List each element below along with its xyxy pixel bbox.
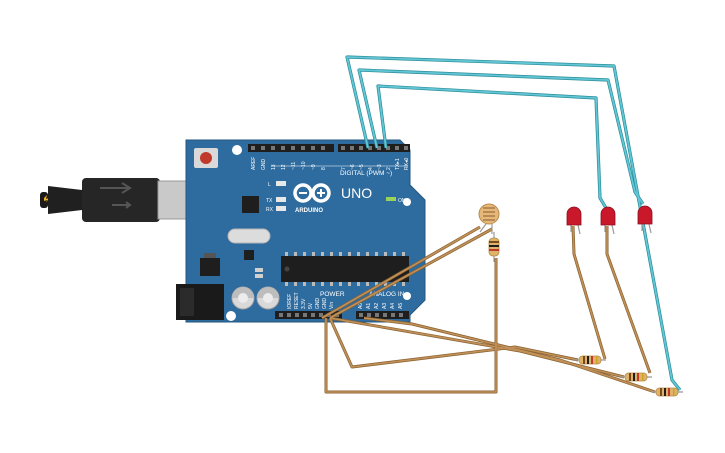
- pin-label: TX▸1: [395, 158, 401, 170]
- led-rx-label: RX: [266, 207, 274, 213]
- pin-label: GND: [322, 298, 328, 310]
- voltage-regulator: [200, 253, 220, 276]
- arduino-logo: [293, 183, 331, 203]
- onboard-leds: L TX RX: [266, 181, 286, 213]
- reset-button[interactable]: [194, 148, 218, 168]
- pin-label: GND: [315, 298, 321, 310]
- signal-wire-1[interactable]: [377, 85, 607, 209]
- pin-label: GND: [261, 159, 267, 171]
- digital-label: DIGITAL (PWM ~): [340, 170, 392, 177]
- mount-hole: [232, 145, 242, 155]
- mount-hole: [403, 198, 411, 206]
- analog-pin-labels: A0 A1 A2 A3 A4 A5: [358, 303, 404, 309]
- pin-label: ~3: [377, 164, 383, 170]
- wire-ldr-2[interactable]: [329, 228, 493, 319]
- pin-label: RESET: [294, 292, 300, 309]
- pin-label: 5V: [308, 302, 314, 309]
- pin-label: 4: [368, 167, 374, 170]
- pin-label: A1: [366, 303, 372, 309]
- usb-chip: [242, 196, 259, 213]
- power-pin-labels: IOREF RESET 3.3V 5V GND GND Vin: [287, 292, 335, 309]
- wire-led-1[interactable]: [572, 225, 606, 360]
- photoresistor[interactable]: [478, 203, 500, 234]
- pin-label: A4: [390, 303, 396, 309]
- pin-label: A2: [374, 303, 380, 309]
- pin-label: 3.3V: [301, 298, 307, 309]
- mount-hole: [403, 292, 411, 300]
- wire-led-2[interactable]: [606, 226, 651, 374]
- pin-label: A3: [382, 303, 388, 309]
- usb-spark-icon: [44, 195, 49, 203]
- mount-hole: [226, 311, 236, 321]
- analog-label: ANALOG IN: [369, 291, 405, 298]
- wire-pulldown[interactable]: [325, 258, 497, 393]
- pin-label: A0: [358, 303, 364, 309]
- led-2[interactable]: [600, 206, 616, 235]
- wire-analog[interactable]: [363, 317, 656, 393]
- signal-wire-3[interactable]: [346, 56, 681, 391]
- on-label: ON: [398, 198, 406, 204]
- pin-label: IOREF: [287, 294, 293, 309]
- power-led: ON: [386, 197, 406, 204]
- led-3[interactable]: [637, 205, 653, 234]
- signal-wires[interactable]: [346, 56, 681, 391]
- dc-power-jack[interactable]: [176, 284, 224, 320]
- pin-label: ~5: [359, 164, 365, 170]
- ground-wires[interactable]: [321, 225, 656, 393]
- pin-label: Vin: [329, 302, 335, 309]
- small-components: [255, 268, 263, 278]
- pin-label: 12: [281, 164, 287, 170]
- power-label: POWER: [320, 291, 345, 298]
- wire-gnd-1[interactable]: [329, 317, 579, 368]
- small-chip: [244, 250, 254, 260]
- resistor-2[interactable]: [620, 372, 652, 382]
- wire-ldr-1[interactable]: [321, 226, 481, 319]
- resistor-3[interactable]: [651, 387, 683, 397]
- arduino-board[interactable]: AREF GND 13 12 ~11 ~10 ~9 8 7 ~6 ~5 4 ~3…: [185, 139, 426, 323]
- pin-label: A5: [398, 303, 404, 309]
- led-tx-label: TX: [266, 198, 273, 204]
- pin-label: ~9: [311, 164, 317, 170]
- analog-header[interactable]: [356, 311, 409, 319]
- capacitor-1: [231, 286, 255, 310]
- pin-label: RX◂0: [404, 158, 410, 170]
- digital-header[interactable]: [248, 144, 410, 152]
- resistor-photo[interactable]: [488, 232, 500, 262]
- atmega-chip: [281, 252, 409, 286]
- model-label: UNO: [341, 185, 372, 201]
- pin-label: AREF: [251, 157, 257, 170]
- digital-pin-labels: AREF GND 13 12 ~11 ~10 ~9 8 7 ~6 ~5 4 ~3…: [251, 157, 410, 170]
- resistor-1[interactable]: [574, 355, 606, 365]
- usb-symbol-icon: [100, 182, 132, 194]
- led-l-label: L: [268, 182, 271, 188]
- pin-label: 13: [271, 164, 277, 170]
- pin-label: 2: [386, 167, 392, 170]
- pin-label: 7: [341, 167, 347, 170]
- brand-label: ARDUINO: [295, 208, 323, 214]
- crystal: [227, 228, 271, 244]
- pin-label: 8: [321, 167, 327, 170]
- pin-label: ~6: [350, 164, 356, 170]
- led-1[interactable]: [566, 206, 582, 235]
- pin-label: ~10: [301, 161, 307, 170]
- capacitor-2: [256, 286, 280, 310]
